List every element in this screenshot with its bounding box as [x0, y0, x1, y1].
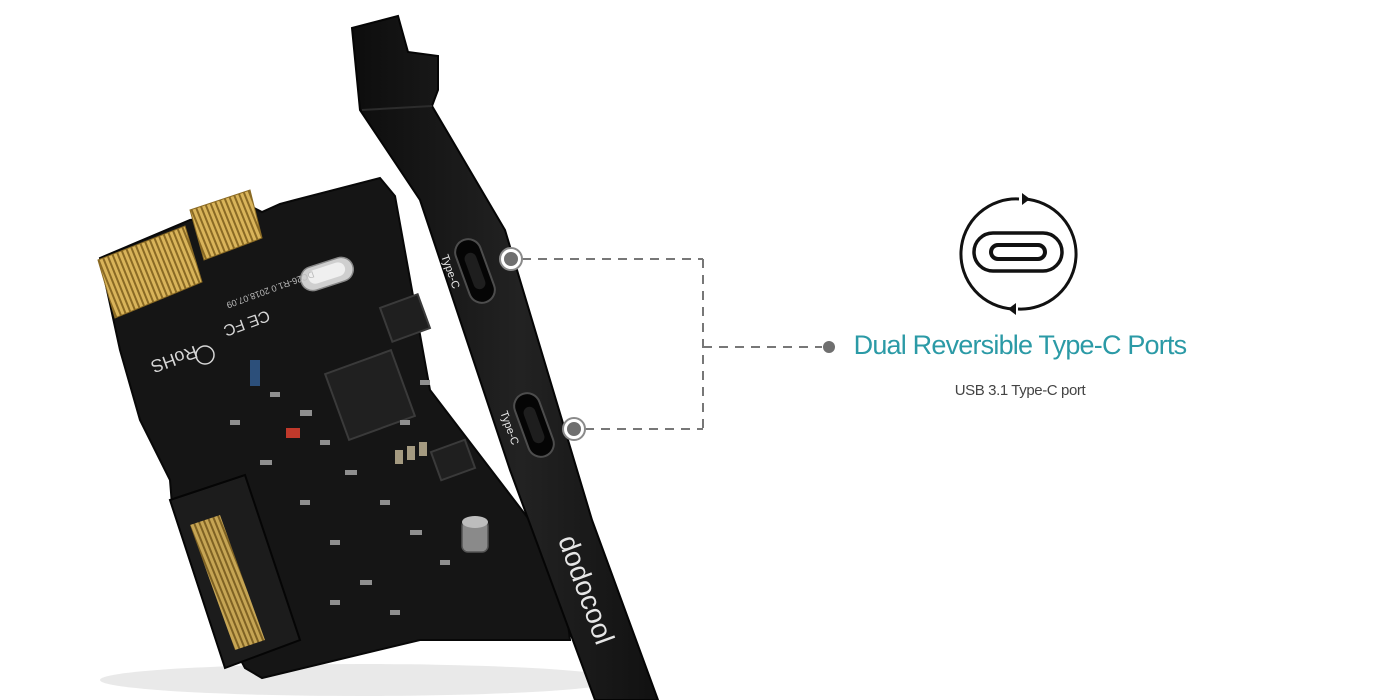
feature-title: Dual Reversible Type-C Ports	[853, 330, 1188, 360]
callout-lines	[522, 258, 822, 430]
usb-type-c-reversible-icon	[959, 193, 1078, 315]
blue-component	[250, 360, 260, 386]
sata-power-connector	[168, 473, 302, 670]
callout-markers	[499, 247, 835, 441]
feature-subtitle: USB 3.1 Type-C port	[954, 382, 1086, 399]
pcb-board: RoHS CE FC DC26-R1.0 2018.07.09	[97, 176, 572, 680]
controller-chip	[323, 348, 417, 442]
crystal-oscillator	[299, 256, 355, 292]
type-c-port-2	[513, 392, 555, 458]
capacitor	[461, 516, 489, 553]
type-c-port-1	[454, 238, 496, 304]
callout-end-dot	[823, 341, 835, 353]
pcie-gold-contacts-short	[189, 189, 263, 261]
pcie-gold-contacts	[97, 225, 203, 319]
red-component	[286, 428, 300, 438]
board-shadow	[100, 664, 620, 696]
